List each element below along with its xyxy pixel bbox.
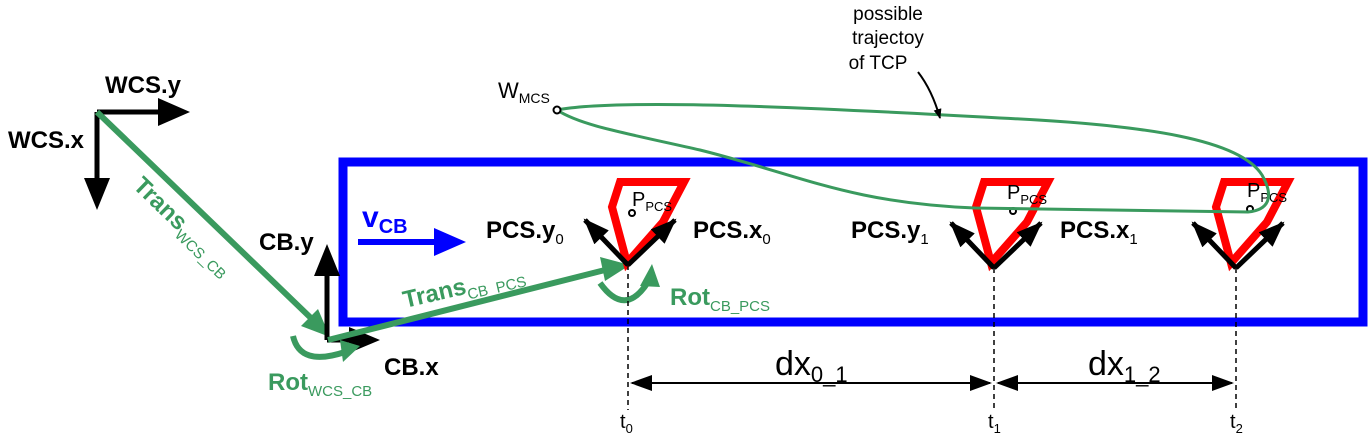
rot-cb-pcs-label: RotCB_PCS xyxy=(670,284,770,315)
dx01-label: dx0_1 xyxy=(775,345,848,387)
svg-text:possible: possible xyxy=(853,4,923,25)
trans-cb-pcs-arrow xyxy=(327,257,630,343)
pcs1-y-label: PCS.y1 xyxy=(851,217,929,248)
cb-x-label: CB.x xyxy=(384,354,439,381)
dx12-label: dx1_2 xyxy=(1088,345,1161,387)
tcp-trajectory xyxy=(556,103,1271,214)
conveyor-belt-frame xyxy=(338,157,1368,327)
w-mcs-label: WMCS xyxy=(498,78,550,106)
part-t1 xyxy=(949,178,1055,272)
pcs1-x-label: PCS.x1 xyxy=(1060,217,1138,248)
svg-text:trajectoy: trajectoy xyxy=(852,28,924,49)
trans-cb-pcs-label: TransCB_PCS xyxy=(400,260,528,318)
wcs-axes xyxy=(84,98,190,210)
conveyor-velocity-arrow xyxy=(358,228,466,256)
t0-label: t0 xyxy=(620,411,633,436)
rot-wcs-cb-arc xyxy=(290,335,360,362)
cb-y-label: CB.y xyxy=(259,229,314,256)
t1-label: t1 xyxy=(988,411,1001,436)
part-t0 xyxy=(583,178,691,272)
trajectory-note: possible trajectoy of TCP xyxy=(849,4,942,119)
pcs0-y-label: PCS.y0 xyxy=(486,217,564,248)
v-cb-label: vCB xyxy=(362,201,408,238)
trans-wcs-cb-arrow xyxy=(94,109,330,337)
rot-cb-pcs-arc xyxy=(597,264,660,304)
dimension-dx01 xyxy=(630,375,992,391)
p-pcs-label-t0: PPCS xyxy=(632,189,672,214)
wcs-y-label: WCS.y xyxy=(105,72,182,99)
trans-wcs-cb-label: TransWCS_CB xyxy=(125,172,239,283)
dimension-dx12 xyxy=(996,375,1234,391)
p-pcs-label-t1: PPCS xyxy=(1007,182,1047,207)
svg-text:of TCP: of TCP xyxy=(849,53,908,74)
rot-wcs-cb-label: RotWCS_CB xyxy=(268,369,372,400)
pcs0-x-label: PCS.x0 xyxy=(693,217,771,248)
w-mcs-point xyxy=(552,105,562,115)
part-t2 xyxy=(1191,178,1295,272)
t2-label: t2 xyxy=(1230,411,1243,436)
wcs-x-label: WCS.x xyxy=(8,127,85,154)
time-reference-lines xyxy=(627,265,1237,410)
